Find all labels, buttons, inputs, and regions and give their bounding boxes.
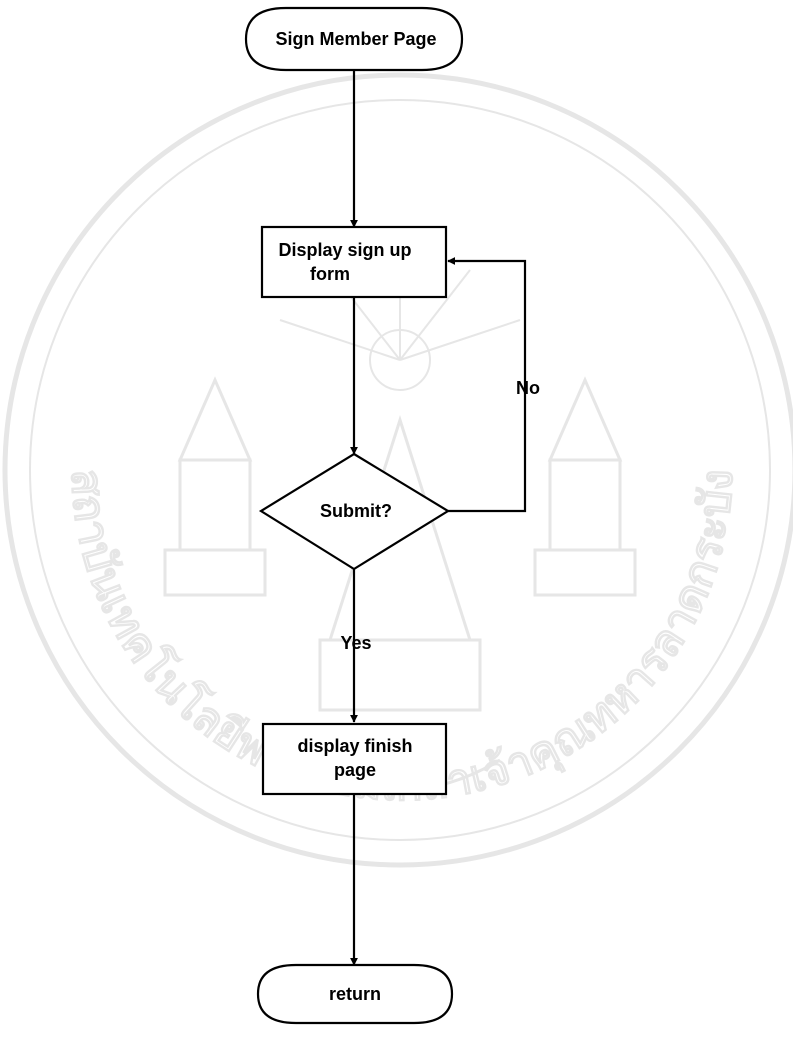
end-terminator: return (256, 963, 454, 1025)
display-signup-form-process: Display sign up form (260, 225, 448, 299)
edge-label-yes: Yes (340, 633, 371, 653)
edge-label-no: No (516, 378, 540, 398)
finish-label-line-2: page (334, 760, 376, 780)
edge-submit-no-to-form (447, 257, 527, 513)
submit-decision: Submit? (258, 452, 451, 571)
form-label-line-1: Display sign up (278, 240, 411, 260)
start-terminator: Sign Member Page (244, 6, 464, 72)
form-label-line-2: form (310, 264, 350, 284)
decision-label: Submit? (320, 501, 392, 521)
finish-label-line-1: display finish (297, 736, 412, 756)
display-finish-page-process: display finish page (261, 722, 448, 796)
start-label: Sign Member Page (275, 29, 436, 49)
end-label: return (329, 984, 381, 1004)
